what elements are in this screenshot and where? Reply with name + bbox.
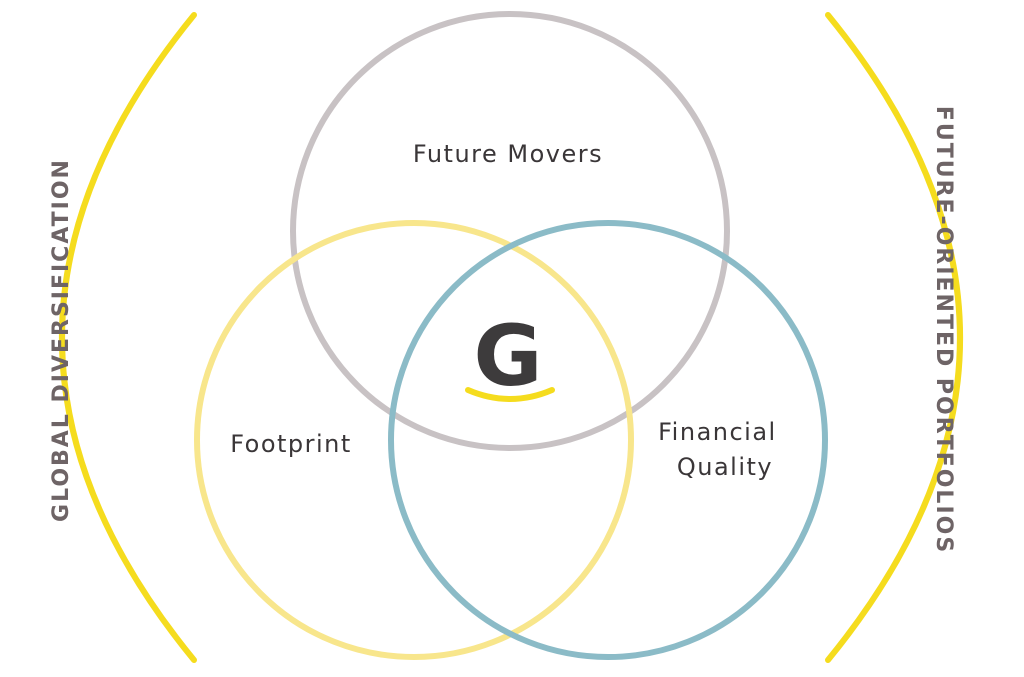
financial-quality-circle: [388, 220, 828, 660]
financial-quality-label-line-1: Financial: [658, 418, 777, 446]
financial-quality-label: Financial Quality: [658, 418, 786, 481]
right-bracket-arc: [825, 12, 963, 663]
footprint-label: Footprint: [230, 430, 352, 458]
g-logo-smile-icon: [465, 387, 555, 402]
future-movers-circle: [290, 11, 730, 451]
left-side-label: GLOBAL DIVERSIFICATION: [49, 158, 74, 522]
g-logo-letter: G: [474, 307, 543, 405]
financial-quality-label-line-2: Quality: [677, 453, 773, 481]
future-movers-label: Future Movers: [413, 140, 603, 168]
right-side-label: FUTURE-ORIENTED PORTFOLIOS: [931, 106, 956, 554]
left-bracket-arc: [59, 12, 197, 663]
g-logo: G: [465, 307, 555, 405]
footprint-circle: [194, 220, 634, 660]
